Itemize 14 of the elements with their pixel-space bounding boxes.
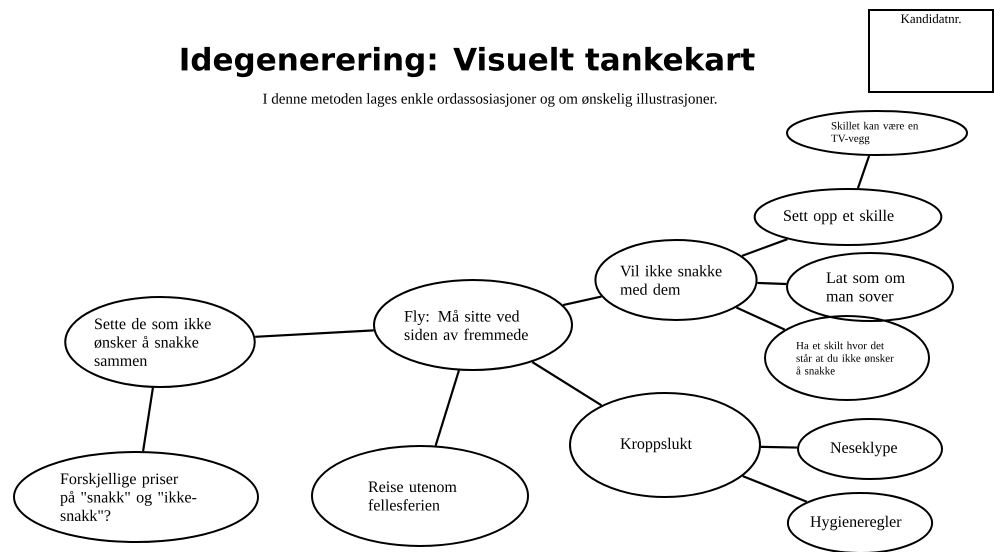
connector-line: [757, 282, 786, 286]
connector-line: [856, 156, 870, 189]
candidate-number-box: Kandidatnr.: [868, 9, 994, 93]
subtitle: I denne metoden lages enkle ordassosiasjoner og om ønskelig illustrasjoner.: [263, 93, 717, 107]
connector-line: [434, 370, 460, 446]
connector-line: [742, 238, 788, 257]
title: Idegenerering: Visuelt tankekart: [182, 46, 755, 78]
connector-line: [742, 475, 808, 503]
connector-line: [532, 361, 602, 406]
connector-line: [142, 388, 154, 452]
connector-line: [255, 329, 374, 338]
connector-line: [736, 306, 786, 331]
connector-line: [562, 295, 602, 306]
connector-line: [760, 446, 798, 449]
